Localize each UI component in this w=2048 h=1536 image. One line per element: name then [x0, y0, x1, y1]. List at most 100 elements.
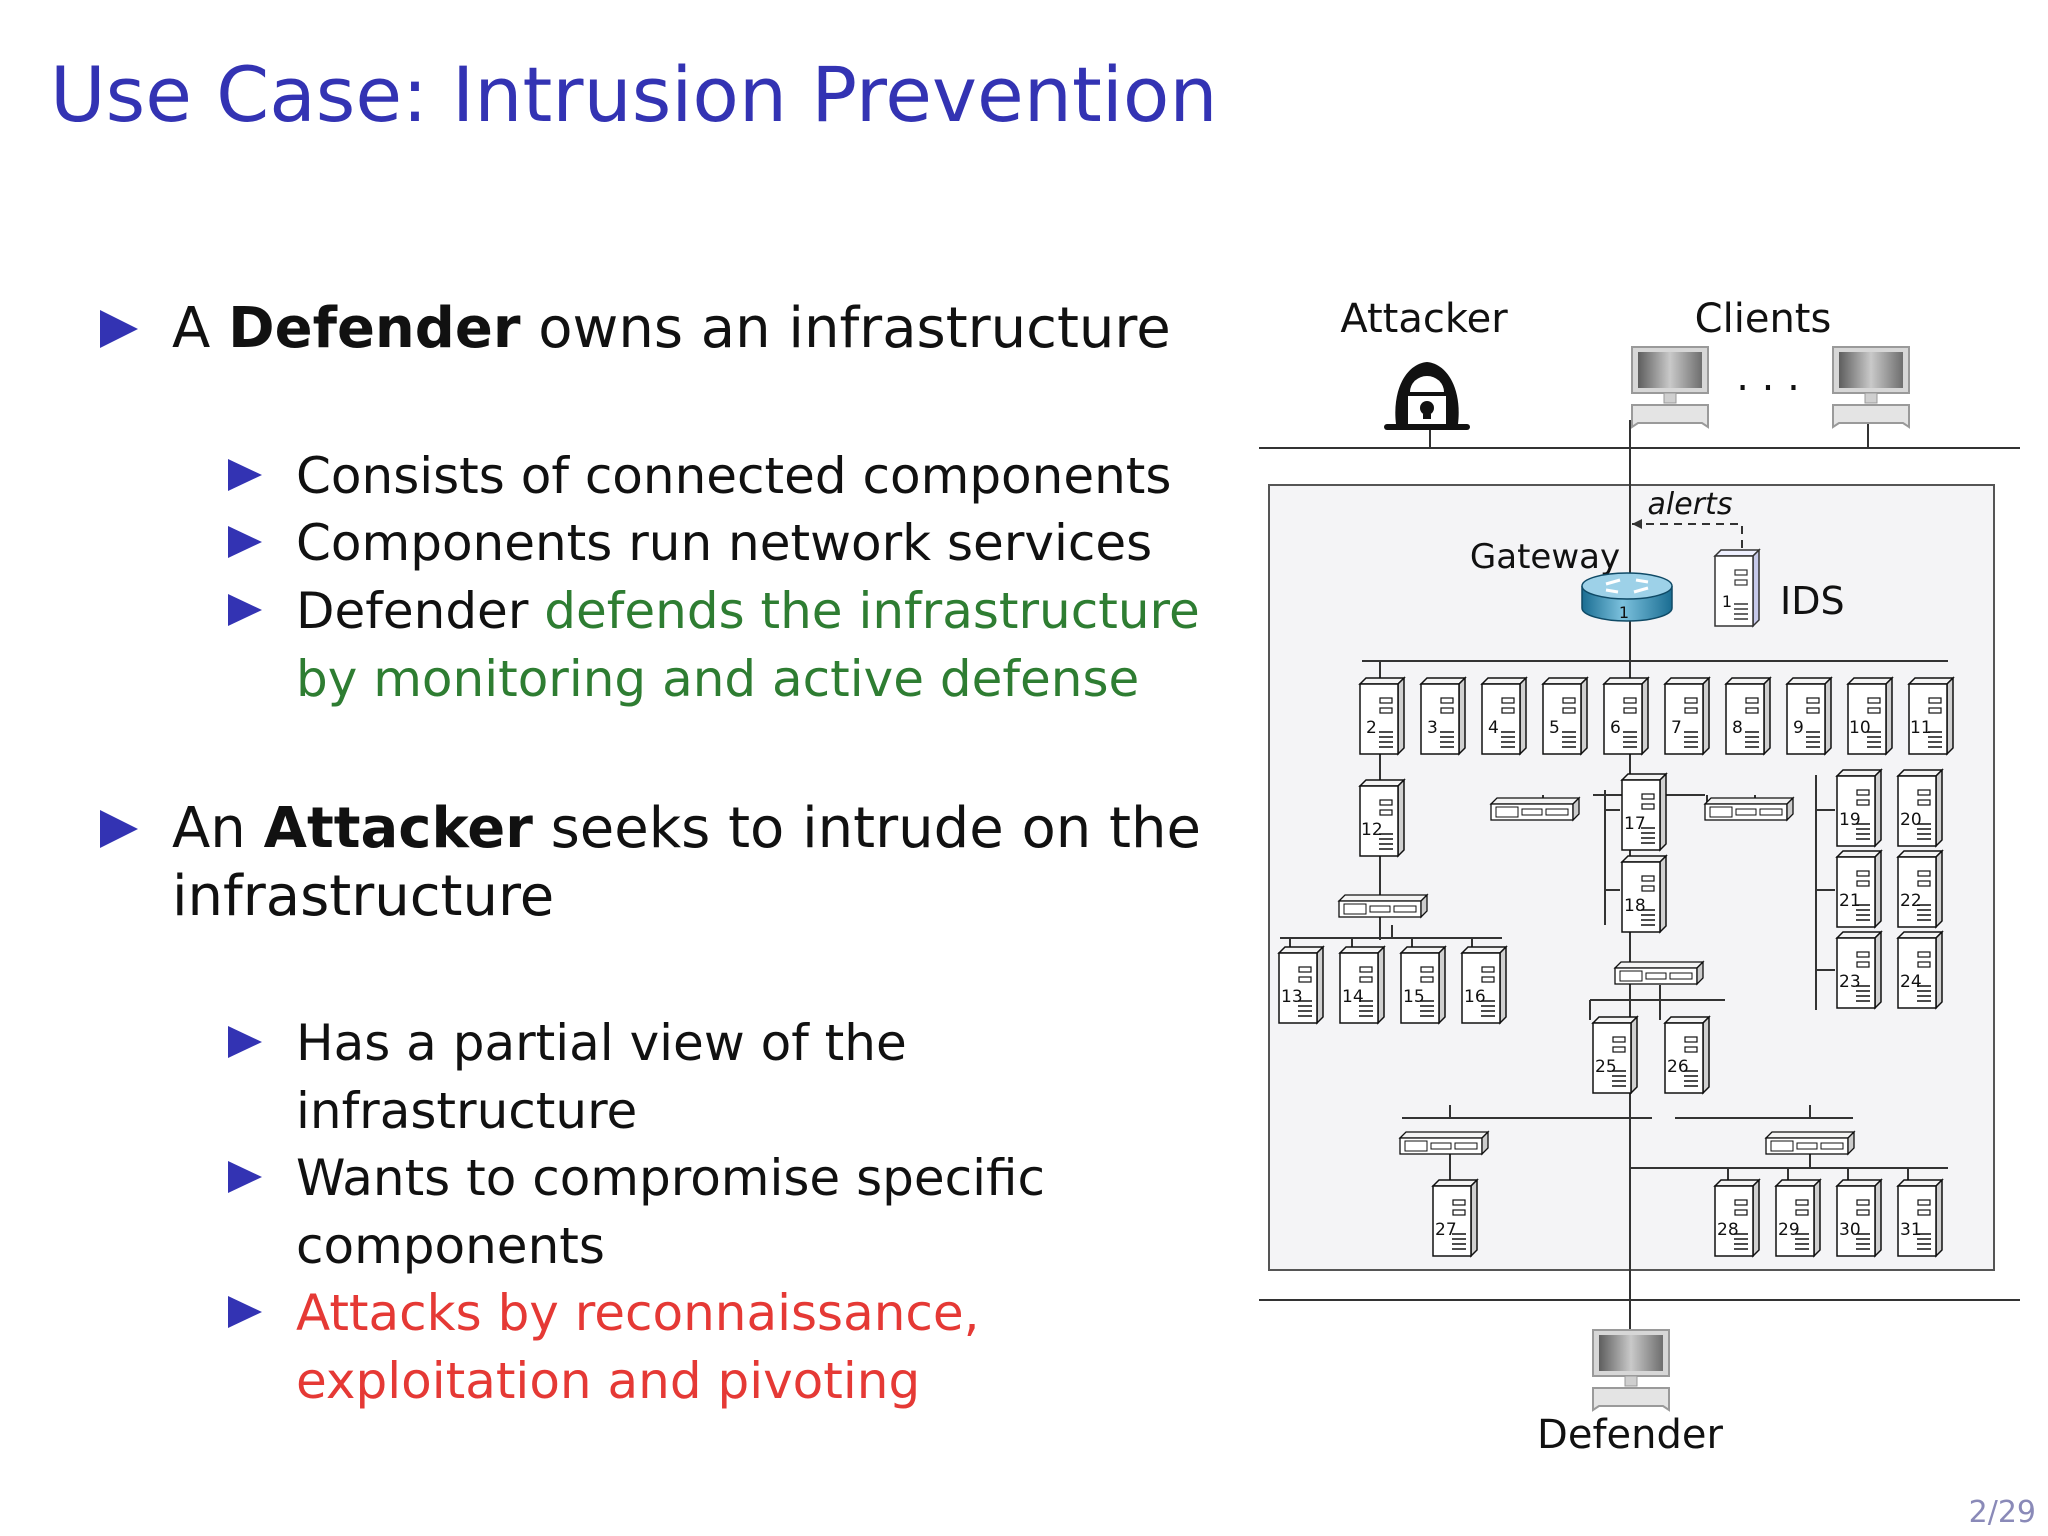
sub-bullet-triangle-icon: [228, 526, 262, 558]
node-label: 18: [1624, 896, 1646, 916]
clients-ellipsis: . . .: [1736, 354, 1800, 400]
server-icon: [1542, 677, 1588, 755]
node-label: 10: [1849, 718, 1871, 738]
page-number: 2/29: [1968, 1495, 2036, 1530]
server-icon: [1592, 1016, 1638, 1094]
node-label: 24: [1900, 972, 1922, 992]
server-icon: [1836, 1179, 1882, 1257]
alerts-arrow: [1632, 523, 1743, 548]
server-icon: [1714, 1179, 1760, 1257]
node-label: 9: [1793, 718, 1804, 738]
node-label: 12: [1361, 820, 1383, 840]
sub-bullet-text: Attacks by reconnaissance,: [296, 1284, 980, 1342]
server-icon: [1432, 1179, 1478, 1257]
sub-bullet-text: Wants to compromise specific: [296, 1149, 1045, 1207]
node-label: 14: [1342, 987, 1364, 1007]
server-icon: [1621, 855, 1667, 933]
server-icon: [1359, 677, 1405, 755]
server-icon: [1664, 677, 1710, 755]
node-label: 29: [1778, 1220, 1800, 1240]
node-label: 15: [1403, 987, 1425, 1007]
node-label: 11: [1910, 718, 1932, 738]
server-icon: [1603, 677, 1649, 755]
switch-icon: [1765, 1131, 1855, 1155]
gateway-id: 1: [1619, 603, 1629, 622]
node-label: 7: [1671, 718, 1682, 738]
server-icon: [1897, 850, 1943, 928]
clients-label: Clients: [1695, 296, 1832, 342]
sub-bullet-text: Has a partial view of the: [296, 1014, 907, 1072]
alerts-label: alerts: [1648, 487, 1733, 522]
node-label: 30: [1839, 1220, 1861, 1240]
defender-computer-icon: [1592, 1329, 1670, 1411]
sub-bullet-triangle-icon: [228, 459, 262, 491]
server-icon: [1461, 946, 1507, 1024]
bullet-defender: A Defender owns an infrastructure: [172, 296, 1171, 361]
switch-icon: [1614, 961, 1704, 985]
sub-bullet-text: Defender defends the infrastructure: [296, 582, 1200, 640]
server-icon: [1278, 946, 1324, 1024]
node-label: 13: [1281, 987, 1303, 1007]
server-icon: [1897, 931, 1943, 1009]
node-label: 20: [1900, 810, 1922, 830]
node-label: 6: [1610, 718, 1621, 738]
sub-bullet-text: Consists of connected components: [296, 447, 1172, 505]
switch-icon: [1704, 797, 1794, 821]
switch-icon: [1338, 894, 1428, 918]
server-icon: [1786, 677, 1832, 755]
switch-icon: [1399, 1131, 1489, 1155]
node-label: 19: [1839, 810, 1861, 830]
server-icon: [1621, 773, 1667, 851]
node-label: 27: [1435, 1220, 1457, 1240]
server-icon: [1836, 769, 1882, 847]
sub-bullet-triangle-icon: [228, 1026, 262, 1058]
gateway-label: Gateway: [1470, 537, 1620, 577]
server-icon: [1725, 677, 1771, 755]
server-icon: [1359, 779, 1405, 857]
bullet-attacker: An Attacker seeks to intrude on the: [172, 796, 1201, 861]
sub-bullet-triangle-icon: [228, 594, 262, 626]
node-label: 22: [1900, 891, 1922, 911]
ids-server-icon: [1713, 548, 1761, 628]
node-label: 23: [1839, 972, 1861, 992]
node-label: 31: [1900, 1220, 1922, 1240]
node-label: 2: [1366, 718, 1377, 738]
node-label: 21: [1839, 891, 1861, 911]
node-label: 4: [1488, 718, 1499, 738]
sub-bullet-text: components: [296, 1217, 605, 1275]
attacker-label: Attacker: [1340, 296, 1508, 342]
server-icon: [1897, 769, 1943, 847]
sub-bullet-text: exploitation and pivoting: [296, 1352, 921, 1410]
server-icon: [1775, 1179, 1821, 1257]
bullet-triangle-icon: [100, 310, 138, 348]
node-label: 28: [1717, 1220, 1739, 1240]
server-icon: [1420, 677, 1466, 755]
client-computer-icon: [1832, 346, 1910, 428]
server-icon: [1400, 946, 1446, 1024]
slide-title: Use Case: Intrusion Prevention: [50, 50, 1218, 139]
defender-label: Defender: [1537, 1412, 1723, 1458]
server-icon: [1897, 1179, 1943, 1257]
ids-id: 1: [1722, 592, 1732, 611]
sub-bullet-text: by monitoring and active defense: [296, 650, 1140, 708]
node-label: 17: [1624, 814, 1646, 834]
node-label: 26: [1667, 1057, 1689, 1077]
sub-bullet-triangle-icon: [228, 1296, 262, 1328]
node-label: 5: [1549, 718, 1560, 738]
sub-bullet-text: infrastructure: [296, 1082, 638, 1140]
node-label: 25: [1595, 1057, 1617, 1077]
server-icon: [1836, 931, 1882, 1009]
bullet-attacker-line2: infrastructure: [172, 864, 555, 929]
server-icon: [1339, 946, 1385, 1024]
hacker-icon: [1384, 362, 1470, 430]
ids-label: IDS: [1780, 579, 1845, 623]
node-label: 8: [1732, 718, 1743, 738]
server-icon: [1481, 677, 1527, 755]
server-icon: [1847, 677, 1893, 755]
router-icon: [1581, 572, 1673, 622]
bullet-triangle-icon: [100, 810, 138, 848]
alerts-arrowhead-icon: [1632, 519, 1642, 529]
switch-icon: [1490, 797, 1580, 821]
node-label: 3: [1427, 718, 1438, 738]
